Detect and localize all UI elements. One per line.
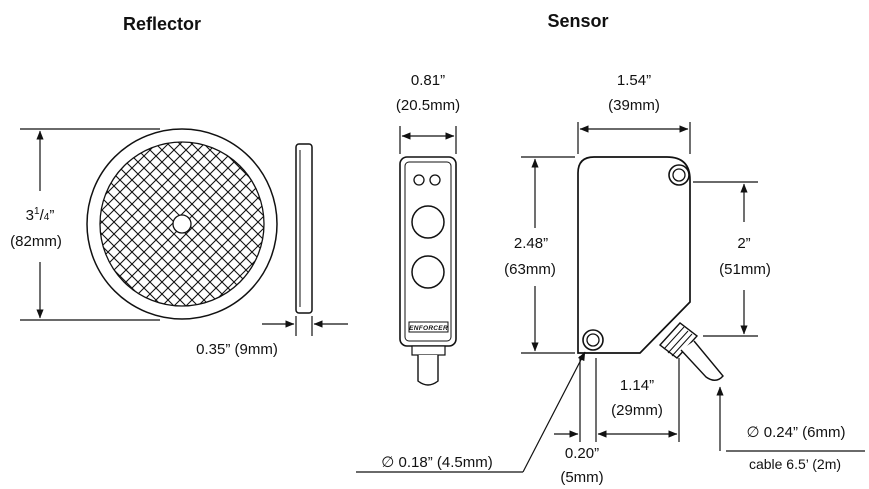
sensor-hole-spacing-in: 2” [737,235,750,252]
hole-diameter-label: ∅ 0.18” (4.5mm) [381,454,492,471]
sensor-hole-spacing-mm: (51mm) [719,261,771,278]
reflector-thickness-dimension [262,316,348,336]
sensor-side-width-mm: (39mm) [608,97,660,114]
cable-diameter-leader [716,386,865,452]
sensor-side-height-mm: (63mm) [504,261,556,278]
hole-diameter-leader [356,351,586,473]
reflector-side-view [295,143,313,314]
reflector-diameter-inches: 31/4” [26,206,55,224]
sensor-front-width-dimension [399,126,457,154]
sensor-side-width-in: 1.54” [617,72,651,89]
sensor-hole-offset-dimension [554,356,680,442]
sensor-edge-offset-in: 0.20” [565,445,599,462]
reflector-diameter-dimension [20,128,160,321]
reflector-title: Reflector [123,14,201,34]
sensor-cable [658,322,724,381]
cable-length-label: cable 6.5’ (2m) [749,456,841,472]
cable-diameter-label: ∅ 0.24” (6mm) [747,424,846,441]
sensor-front-width-mm: (20.5mm) [396,97,460,114]
reflector-diameter-mm: (82mm) [10,233,62,250]
sensor-side-width-dimension [577,122,691,154]
sensor-hole-spacing-dimension [693,181,758,337]
sensor-side-height-dimension [521,156,575,354]
sensor-hole-offset-in: 1.14” [620,377,654,394]
sensor-side-height-in: 2.48” [514,235,548,252]
reflector-thickness-label: 0.35” (9mm) [196,341,278,358]
sensor-side-view [577,156,691,354]
sensor-front-width-in: 0.81” [411,72,445,89]
sensor-edge-offset-mm: (5mm) [560,469,603,486]
sensor-hole-offset-mm: (29mm) [611,402,663,419]
sensor-front-view [399,156,457,386]
sensor-brand-label: ENFORCER [409,325,448,332]
reflector-front-view [86,128,278,320]
sensor-title: Sensor [547,11,608,31]
